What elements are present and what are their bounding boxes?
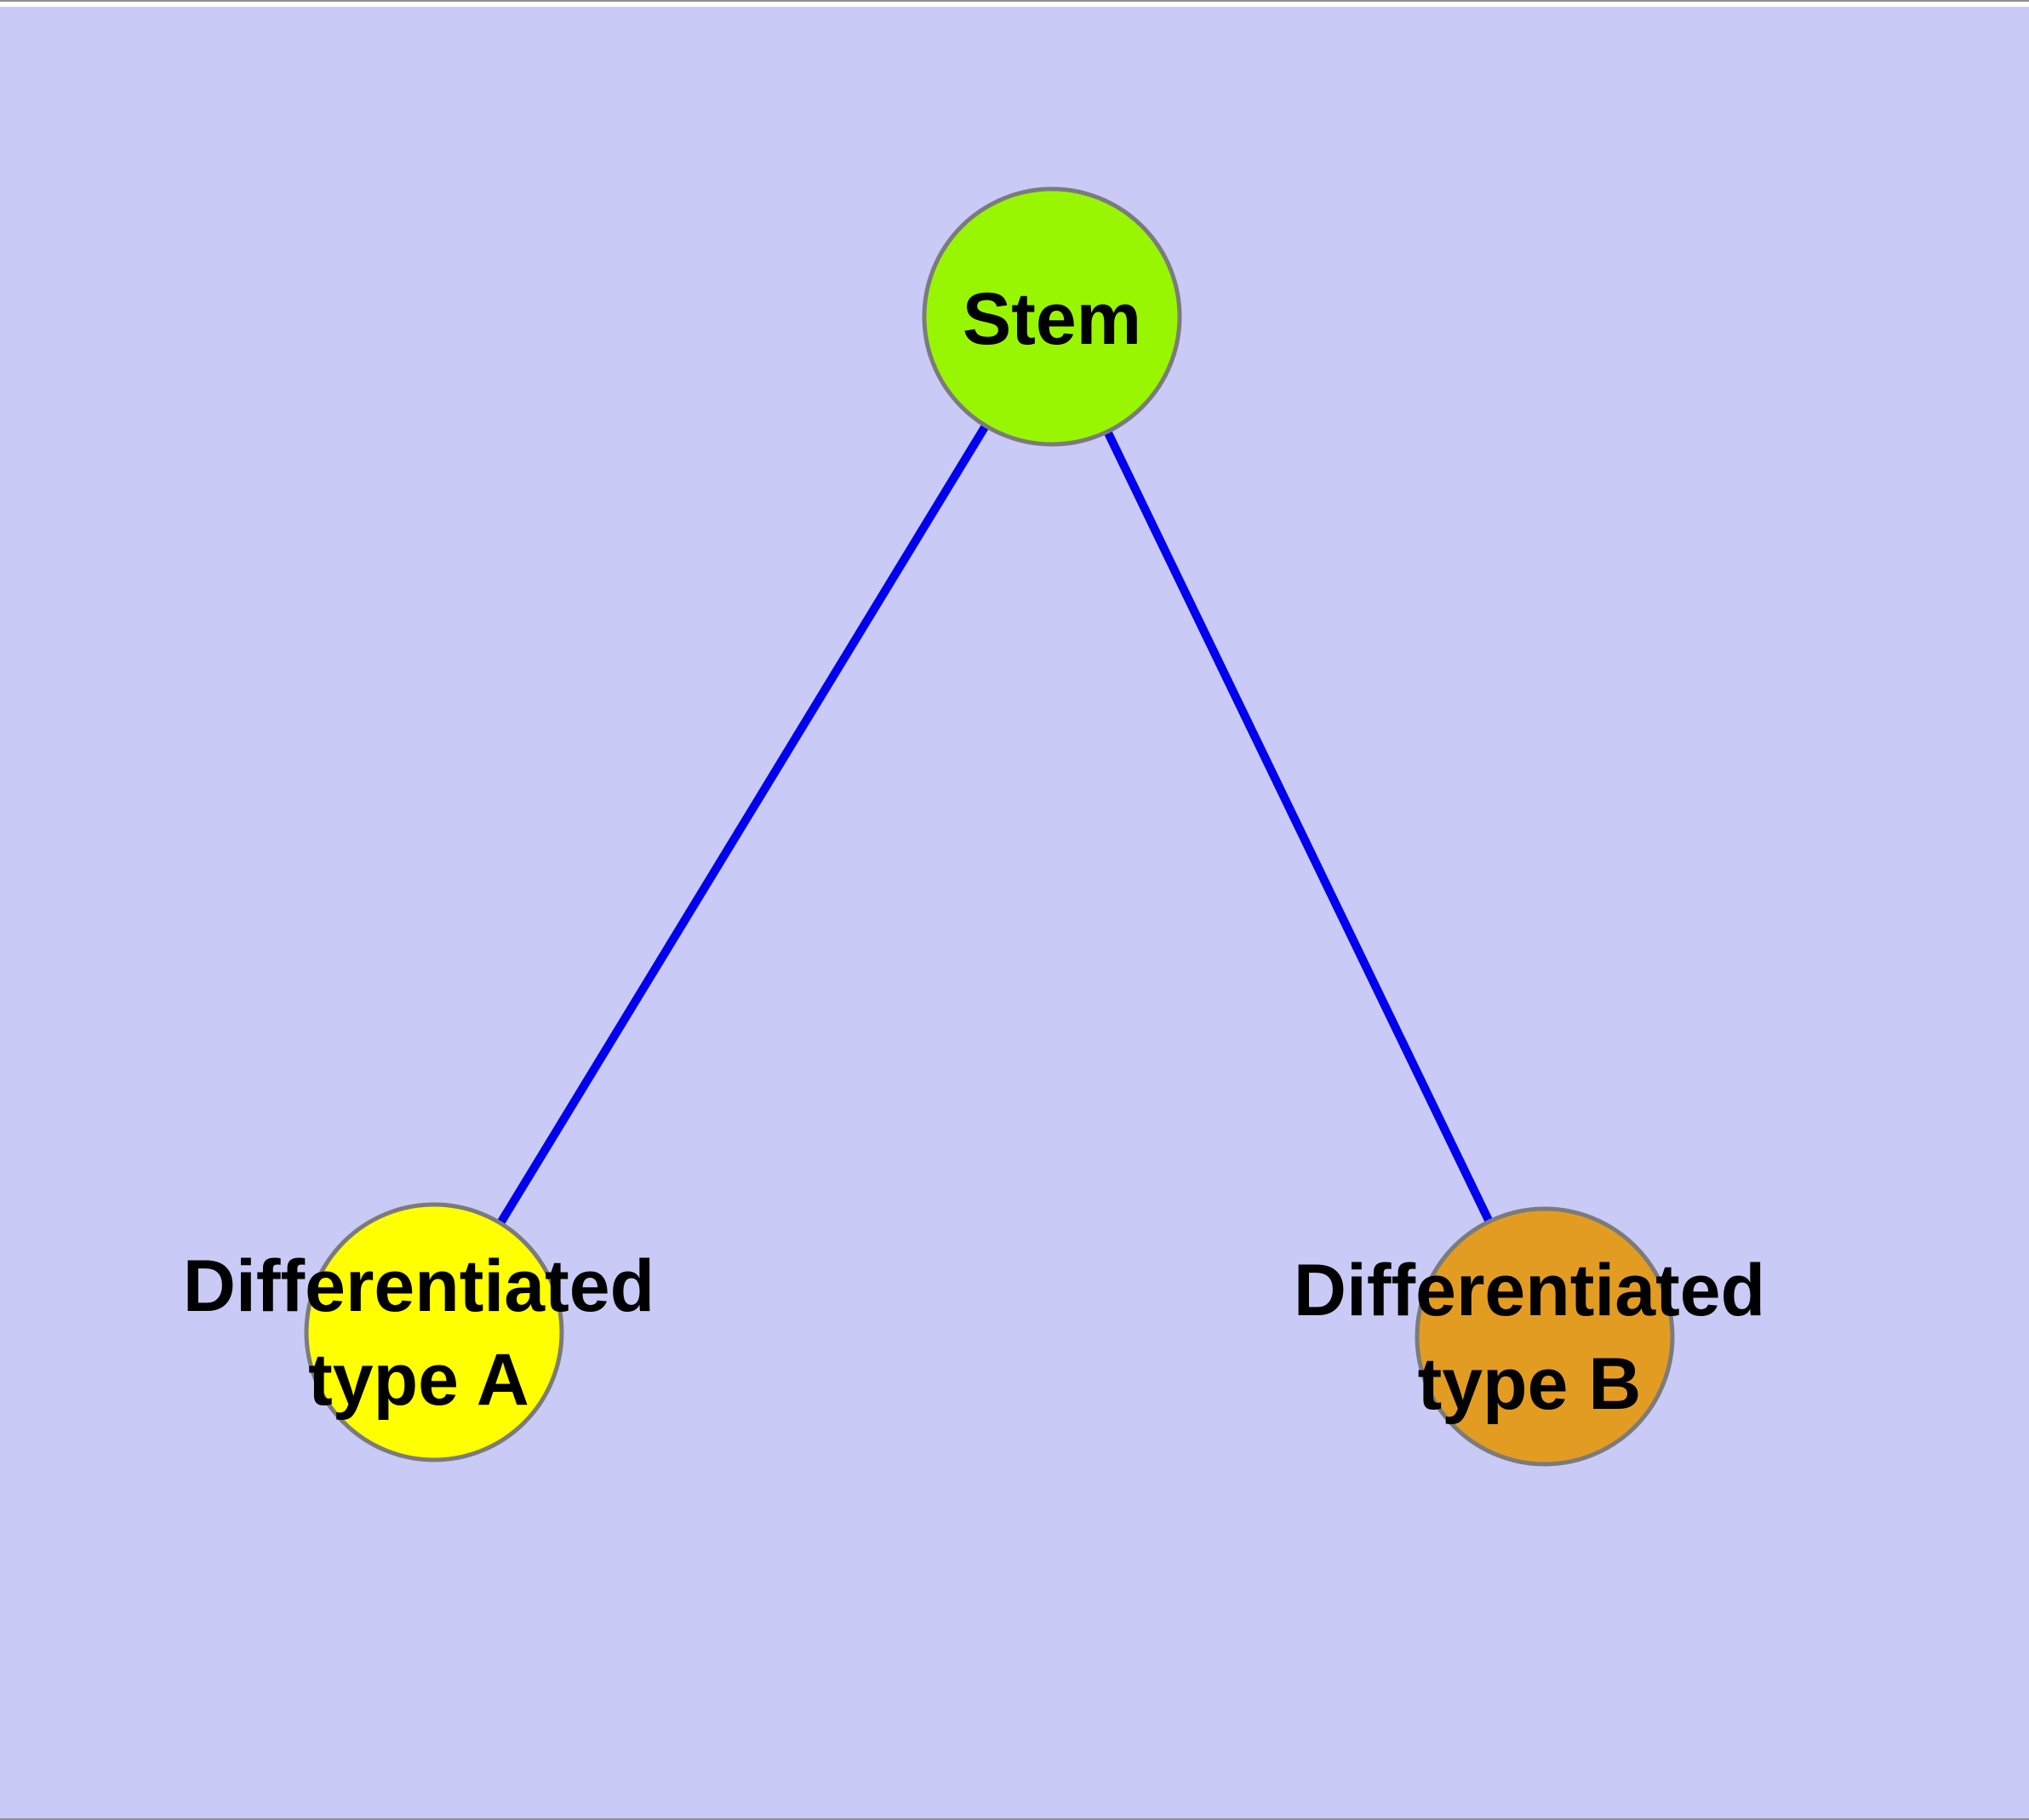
edge-group	[430, 314, 1549, 1339]
node-stem	[922, 186, 1182, 447]
node-group	[304, 186, 1675, 1467]
node-type-a-label-line1: Differentiated	[183, 1245, 654, 1327]
node-type-a-label-line2: type A	[308, 1339, 529, 1421]
edge-stem-to-type-a	[430, 314, 1056, 1335]
node-type-b-label-line1: Differentiated	[1294, 1250, 1765, 1331]
label-group: Stem Differentiated type A Differentiate…	[183, 278, 1765, 1425]
node-stem-label: Stem	[963, 278, 1141, 360]
window-top-border	[0, 0, 2029, 2]
node-differentiated-type-a	[304, 1202, 564, 1462]
node-type-b-label-line2: type B	[1418, 1343, 1642, 1425]
edge-stem-to-type-b	[1048, 314, 1549, 1339]
window-bottom-border	[0, 1818, 2029, 1820]
node-differentiated-type-b	[1415, 1206, 1675, 1467]
cell-differentiation-diagram: Stem Differentiated type A Differentiate…	[0, 7, 2029, 1820]
